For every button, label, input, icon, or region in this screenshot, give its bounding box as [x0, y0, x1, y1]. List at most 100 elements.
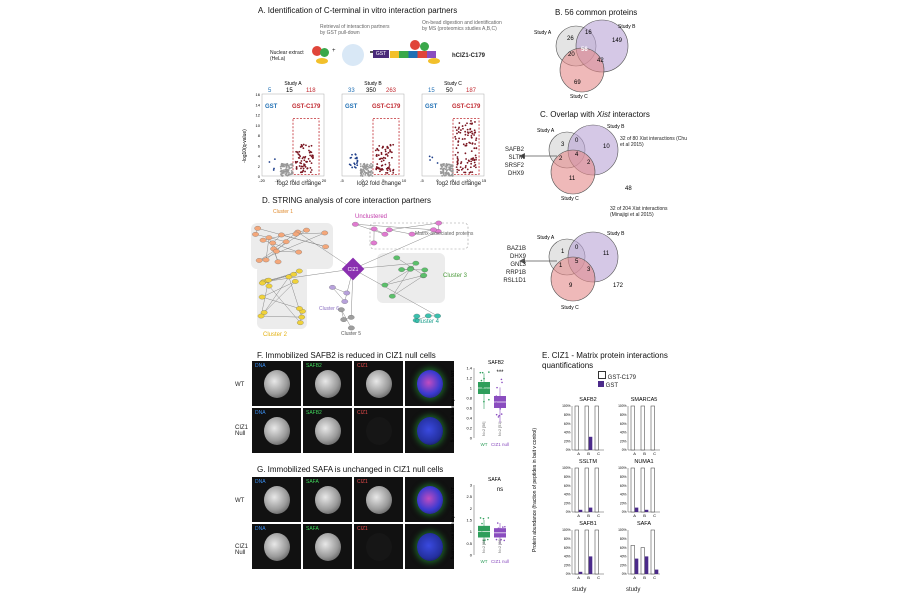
volcano-point-grey — [448, 166, 450, 169]
protein-green-icon — [320, 48, 329, 57]
volcano-point-c179 — [473, 165, 476, 168]
string-node — [282, 239, 290, 245]
volcano-point-grey — [367, 173, 370, 176]
volcano-point-c179 — [389, 150, 392, 153]
volcano-xtick: -5 — [420, 178, 424, 183]
venn-b-study-b: Study B — [618, 24, 636, 30]
volcano-threshold-box — [292, 118, 320, 175]
volcano-point-c179 — [309, 154, 312, 157]
volcano-point-c179 — [465, 158, 468, 160]
string-node — [296, 306, 303, 311]
channel-label: SAFA — [306, 526, 319, 532]
svg-text:56: 56 — [581, 47, 588, 53]
volcano-point-grey — [371, 171, 374, 174]
volcano-point-c179 — [455, 129, 458, 132]
nucleus — [264, 533, 290, 561]
e-protein-label: SAFB2 — [579, 397, 596, 403]
string-node — [385, 227, 393, 233]
gst-tag: GST — [373, 50, 389, 58]
e-protein-label: NUMA1 — [634, 459, 653, 465]
e-bar-gst — [654, 569, 659, 574]
string-edge — [261, 315, 302, 318]
volcano-point-grey — [366, 165, 369, 168]
volcano-ytick: 16 — [256, 92, 261, 97]
svg-text:20: 20 — [568, 52, 575, 58]
e-ytick: 40% — [564, 431, 571, 435]
volcano-point-c179 — [381, 164, 384, 167]
volcano-point-grey — [290, 169, 293, 172]
volcano-point-grey — [290, 171, 293, 174]
volcano-point-c179 — [457, 127, 460, 130]
volcano-point-c179 — [475, 139, 477, 141]
volcano-point-c179 — [303, 156, 306, 159]
volcano-point-c179 — [380, 160, 383, 163]
boxplot-point — [483, 527, 485, 529]
string-edge — [332, 287, 345, 302]
volcano-point-c179 — [386, 145, 389, 148]
volcano-point-grey — [359, 174, 362, 177]
e-bar-c179 — [630, 545, 635, 575]
volcano-ytick: 0 — [258, 174, 261, 179]
volcano-point-grey — [445, 167, 448, 169]
boxplot-point — [484, 529, 486, 531]
boxplot-point — [495, 402, 498, 404]
e-bar-gst — [578, 571, 583, 574]
venn-c1-protein-list: SAFB2 SLTM SRSF2 DHX9 — [504, 147, 524, 177]
volcano-point-grey — [291, 164, 293, 167]
string-node — [370, 226, 378, 232]
volcano-point-c179 — [470, 130, 473, 133]
volcano-point-grey — [280, 167, 282, 170]
volcano-point-gst — [273, 167, 275, 170]
nuclear-extract-label: Nuclear extract (HeLa) — [270, 50, 304, 62]
volcano-point-c179 — [375, 153, 378, 156]
volcano-point-grey — [364, 165, 367, 168]
string-node — [273, 248, 280, 254]
boxplot-point — [482, 539, 485, 542]
boxplot-n: N=2 [51] — [498, 422, 502, 436]
volcano-point-grey — [446, 169, 449, 171]
volcano-point-c179 — [391, 156, 393, 159]
volcano-point-c179 — [305, 144, 307, 147]
svg-text:26: 26 — [567, 36, 574, 42]
volcano-point-gst — [268, 161, 271, 163]
boxplot-point — [480, 388, 483, 391]
volcano-title: Study A — [284, 81, 302, 87]
matrix-label: Matrix-associated proteins — [415, 231, 474, 237]
volcano-point-grey — [362, 169, 365, 172]
string-edge — [384, 269, 411, 286]
volcano-point-c179 — [456, 168, 459, 171]
volcano-point-c179 — [454, 135, 457, 138]
svg-text:Study C: Study C — [561, 196, 579, 202]
volcano-point-c179 — [469, 171, 472, 174]
volcano-point-c179 — [462, 167, 464, 170]
nucleus — [366, 486, 392, 514]
string-node — [290, 271, 298, 277]
channel-label: CIZ1 — [357, 410, 368, 416]
boxplot-point — [498, 414, 501, 417]
string-edge — [392, 268, 411, 297]
boxplot-point — [495, 395, 498, 397]
svg-text:4: 4 — [575, 152, 579, 158]
boxplot-point — [488, 371, 490, 373]
volcano-point-c179 — [309, 171, 312, 174]
boxplot-point — [497, 527, 500, 530]
micrograph: SAFA — [303, 477, 352, 522]
boxplot-ytick: 2.5 — [466, 494, 472, 499]
svg-text:5: 5 — [575, 259, 579, 265]
e-protein-label: SAFA — [637, 521, 651, 527]
e-bar-c179 — [594, 529, 599, 575]
volcano-point-c179 — [380, 151, 383, 154]
boxplot-significance: *** — [496, 370, 504, 376]
volcano-point-grey — [447, 172, 450, 175]
string-edge-center — [352, 268, 438, 317]
e-xtick: C — [597, 513, 600, 518]
volcano-label-c179: GST-C179 — [372, 104, 401, 110]
panel-e-title: E. CIZ1 - Matrix protein interactions qu… — [542, 351, 668, 370]
volcano-point-c179 — [470, 160, 473, 163]
volcano-point-c179 — [311, 154, 314, 157]
e-ytick: 40% — [620, 431, 627, 435]
volcano-point-c179 — [296, 151, 299, 154]
volcano-point-c179 — [461, 138, 464, 140]
boxplot-n: N=2 [86] — [482, 539, 486, 553]
